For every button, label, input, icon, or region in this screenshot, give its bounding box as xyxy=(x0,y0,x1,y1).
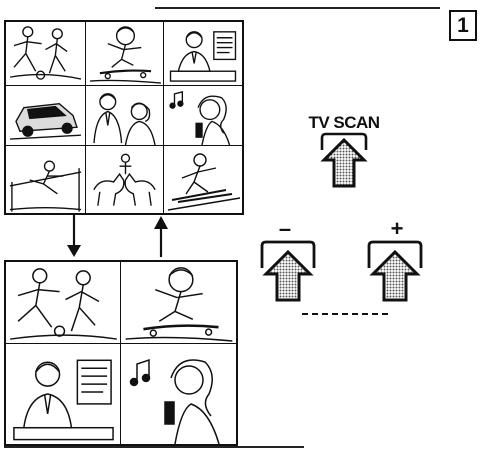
plus-button-icon xyxy=(367,240,423,268)
multi-view-grid xyxy=(4,20,244,215)
gymnast-thumb xyxy=(6,146,86,213)
dashed-connector xyxy=(302,313,388,315)
soccer-players-view xyxy=(6,262,121,344)
up-arrow-icon xyxy=(154,216,168,257)
soccer-players-thumb xyxy=(6,22,86,86)
plus-label: + xyxy=(390,216,404,241)
newscaster-view xyxy=(6,344,121,444)
minus-button-icon xyxy=(260,240,316,268)
bottom-rule xyxy=(4,446,304,448)
dogs-thumb xyxy=(86,146,164,213)
tvscan-button[interactable] xyxy=(318,132,370,190)
skateboarder-view xyxy=(121,262,236,344)
couple-thumb xyxy=(86,86,164,146)
minus-button[interactable] xyxy=(258,238,318,304)
tvscan-label: TV SCAN xyxy=(308,113,380,132)
plus-button[interactable] xyxy=(365,238,425,304)
newscaster-thumb xyxy=(164,22,242,86)
singer-thumb xyxy=(164,86,242,146)
skateboarder-thumb xyxy=(86,22,164,86)
singer-view xyxy=(121,344,236,444)
tvscan-button-icon xyxy=(320,132,368,150)
four-view-grid xyxy=(4,260,238,446)
minus-label: – xyxy=(278,216,292,241)
top-rule xyxy=(155,7,440,9)
flow-arrows xyxy=(67,215,168,257)
step-number-badge: 1 xyxy=(449,10,477,41)
car-thumb xyxy=(6,86,86,146)
down-arrow-icon xyxy=(67,215,81,257)
skier-thumb xyxy=(164,146,242,213)
